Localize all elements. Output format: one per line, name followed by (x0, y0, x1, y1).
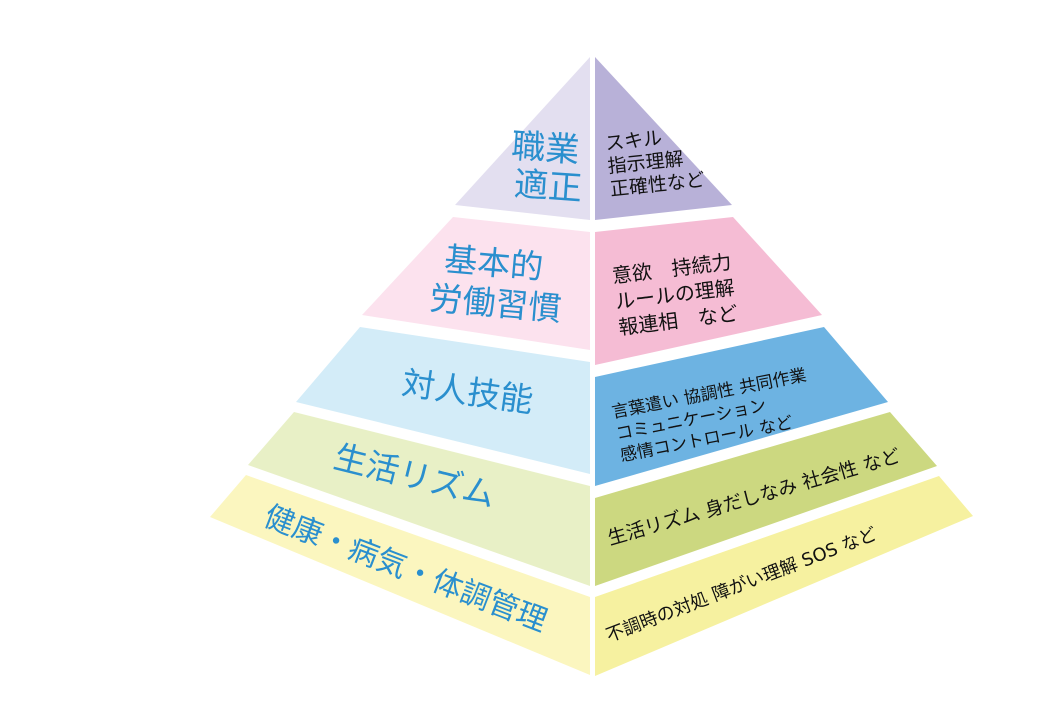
tier-2-left-line-1: 基本的 (443, 239, 545, 286)
tier-1-left-face (455, 57, 590, 220)
tier-health-management: 健康・病気・体調管理 不調時の対処 障がい理解 SOS など (210, 475, 973, 676)
tier-1-left-line-1: 職業 (510, 126, 581, 171)
tier-4-left-face (248, 412, 590, 586)
tier-5-right-face (595, 476, 973, 676)
tier-2-left-label: 基本的 労働習慣 (428, 238, 566, 328)
tier-4-right-face (595, 412, 937, 586)
tier-3-left-face (296, 327, 590, 474)
tier-1-left-label: 職業 適正 (507, 126, 591, 209)
tier-1-right-face (595, 57, 732, 220)
tier-2-left-face (362, 217, 590, 350)
tier-job-aptitude: 職業 適正 スキル 指示理解 正確性など (455, 57, 732, 220)
tier-1-left-line-2: 適正 (513, 165, 584, 210)
tier-2-right-face (595, 217, 822, 365)
tier-1-right-label: スキル 指示理解 正確性など (604, 123, 706, 201)
tier-5-left-face (210, 475, 590, 675)
tier-3-right-face (595, 327, 888, 486)
tier-2-right-label: 意欲 持続力 ルールの理解 報連相 など (611, 249, 746, 340)
tier-basic-work-habits: 基本的 労働習慣 意欲 持続力 ルールの理解 報連相 など (362, 217, 822, 365)
